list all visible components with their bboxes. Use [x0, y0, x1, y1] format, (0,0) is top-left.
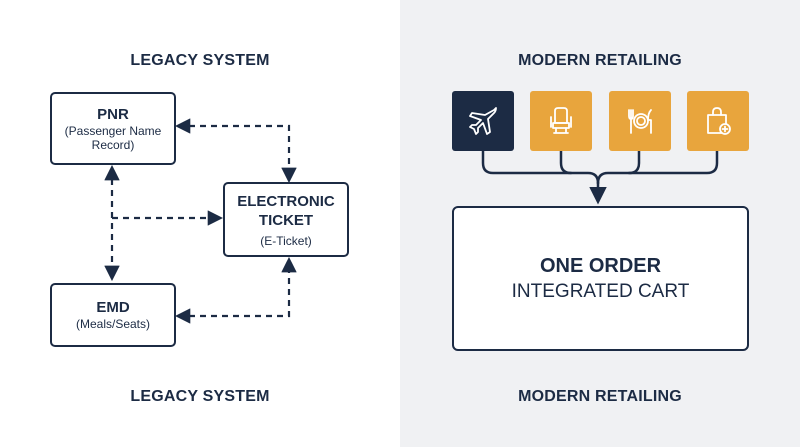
tile4-merge-line — [596, 149, 719, 185]
meal-icon — [628, 109, 652, 134]
shopping-bag-add-icon — [707, 107, 731, 135]
airplane-icon — [469, 107, 497, 135]
one-order-title: ONE ORDER — [539, 254, 662, 277]
emd-box: EMD (Meals/Seats) — [50, 283, 176, 347]
emd-title: EMD — [96, 299, 130, 316]
modern-heading-top: MODERN RETAILING — [518, 52, 682, 69]
meal-tile — [609, 91, 671, 151]
shopping-bag-tile — [687, 91, 749, 151]
legacy-heading-bottom: LEGACY SYSTEM — [130, 388, 270, 405]
pnr-subtitle-line2: Record) — [91, 137, 135, 152]
pnr-ticket-connector — [174, 118, 297, 184]
integrated-cart-label: INTEGRATED CART — [511, 280, 690, 302]
seat-tile — [530, 91, 592, 151]
tile2-merge-line — [559, 149, 573, 175]
modern-heading-bottom: MODERN RETAILING — [518, 388, 682, 405]
ticket-title-line2: TICKET — [258, 211, 314, 229]
one-order-box: ONE ORDER INTEGRATED CART — [452, 206, 749, 351]
emd-ticket-connector — [174, 256, 297, 324]
tile1-merge-line — [481, 149, 600, 185]
pnr-subtitle-line1: (Passenger Name — [64, 123, 162, 138]
airplane-tile — [452, 91, 514, 151]
tile3-merge-line — [627, 149, 641, 175]
legacy-heading-top: LEGACY SYSTEM — [130, 52, 270, 69]
pnr-box: PNR (Passenger Name Record) — [50, 92, 176, 165]
ticket-title-line1: ELECTRONIC — [237, 192, 335, 210]
pnr-title: PNR — [97, 105, 129, 123]
seat-icon — [550, 107, 572, 134]
emd-subtitle: (Meals/Seats) — [75, 317, 151, 331]
e-ticket-box: ELECTRONIC TICKET (E-Ticket) — [223, 182, 349, 257]
ticket-subtitle: (E-Ticket) — [260, 233, 312, 248]
